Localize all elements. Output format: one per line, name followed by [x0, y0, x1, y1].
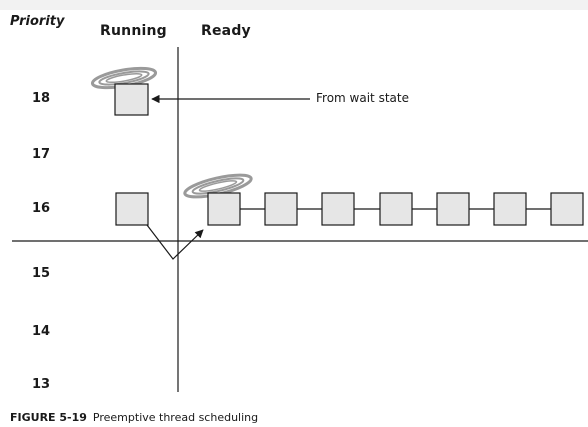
running-column-header: Running — [100, 23, 167, 39]
top-band — [0, 0, 588, 10]
priority-label-15: 15 — [32, 266, 51, 281]
thread-from-wait — [114, 83, 149, 116]
preemption-arrow-icon — [146, 224, 204, 260]
preempted-thread — [115, 192, 149, 226]
wait-state-annotation: From wait state — [316, 91, 409, 105]
priority-label-18: 18 — [32, 91, 51, 106]
ready-thread — [207, 192, 241, 226]
ready-thread — [321, 192, 355, 226]
ready-thread — [436, 192, 470, 226]
figure-number: FIGURE 5-19 — [10, 411, 87, 424]
priority-label-17: 17 — [32, 147, 51, 162]
ready-column-header: Ready — [201, 23, 251, 39]
ready-thread — [493, 192, 527, 226]
priority-label-14: 14 — [32, 324, 51, 339]
ready-thread — [379, 192, 413, 226]
figure-caption: FIGURE 5-19 Preemptive thread scheduling — [10, 411, 258, 424]
priority-axis-title: Priority — [10, 14, 65, 29]
ready-queue — [207, 192, 584, 226]
ready-thread — [264, 192, 298, 226]
ready-thread — [550, 192, 584, 226]
priority-label-13: 13 — [32, 377, 51, 392]
figure-title: Preemptive thread scheduling — [92, 411, 259, 424]
priority-label-16: 16 — [32, 201, 51, 216]
